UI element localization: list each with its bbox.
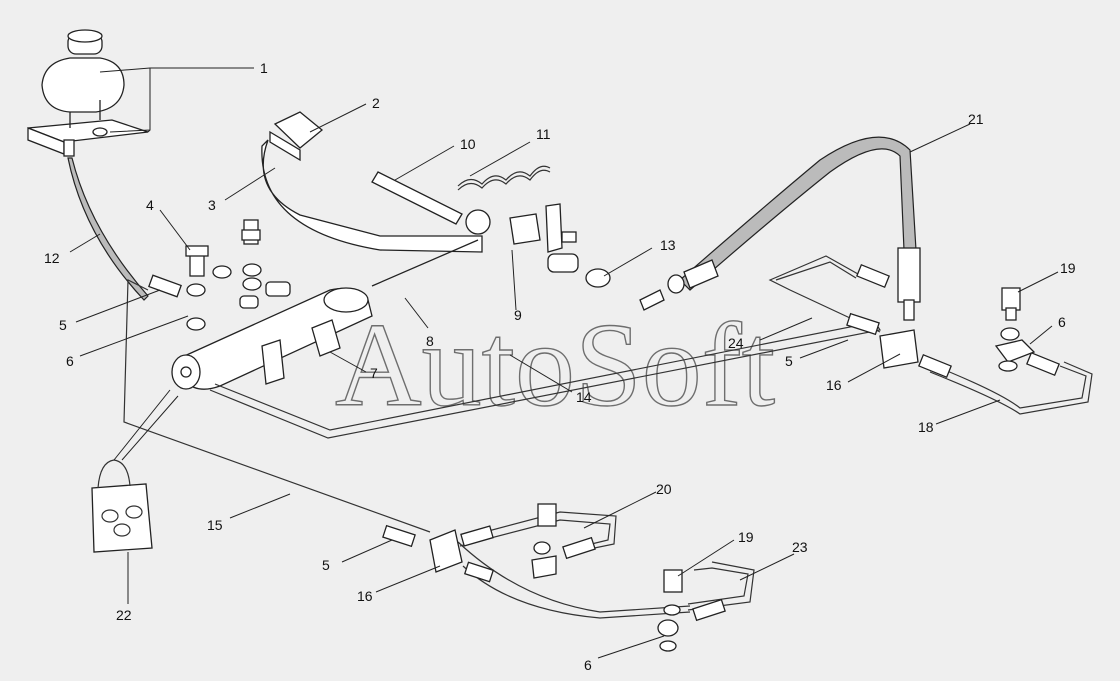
pipe-fittings: [148, 263, 1061, 622]
callout-18: 18: [918, 419, 934, 435]
banjo-bolt-front-1: [531, 503, 557, 579]
flexible-hose: [679, 136, 917, 291]
callout-6-right: 6: [1058, 314, 1066, 330]
callout-15: 15: [207, 517, 223, 533]
callout-13: 13: [660, 237, 676, 253]
leader-lines: [69, 67, 1059, 659]
callout-6-bottom: 6: [584, 657, 592, 673]
callout-22: 22: [116, 607, 132, 623]
callout-3: 3: [208, 197, 216, 213]
return-spring: [457, 165, 551, 191]
reservoir-hose: [67, 157, 149, 301]
pushrod: [371, 239, 479, 287]
callout-23: 23: [792, 539, 808, 555]
clevis-bracket: [509, 203, 611, 288]
callout-21: 21: [968, 111, 984, 127]
callout-8: 8: [426, 333, 434, 349]
callout-labels: 1 2 3 4 5 6 7 8 9 10 11 12 13 14 15 5 16…: [44, 60, 1076, 673]
pedal-assembly: [261, 111, 491, 253]
copper-washer: [667, 274, 685, 294]
callout-12: 12: [44, 250, 60, 266]
callout-2: 2: [372, 95, 380, 111]
callout-5-bottom: 5: [322, 557, 330, 573]
callout-5-left: 5: [59, 317, 67, 333]
callout-7: 7: [370, 365, 378, 381]
callout-19-right: 19: [1060, 260, 1076, 276]
hose-end-nipple: [903, 299, 915, 321]
callout-1: 1: [260, 60, 268, 76]
master-cylinder: [171, 281, 373, 390]
watermark: AutoSoft: [335, 298, 775, 431]
hose-end-fitting: [897, 247, 921, 303]
t-piece-front: [429, 529, 463, 573]
banjo-bolt-rear: [994, 287, 1036, 372]
hose-union: [683, 259, 719, 289]
callout-9: 9: [514, 307, 522, 323]
pipe-nut: [639, 289, 665, 311]
reservoir-assembly: [27, 29, 149, 157]
callout-14: 14: [576, 389, 592, 405]
banjo-bolt-front-2: [657, 569, 683, 652]
pedal-pin: [371, 171, 463, 225]
callout-16-right: 16: [826, 377, 842, 393]
banjo-bolts: [185, 219, 262, 331]
callout-20: 20: [656, 481, 672, 497]
brake-pipes: [123, 255, 1093, 619]
callout-5-right: 5: [785, 353, 793, 369]
callout-6-left: 6: [66, 353, 74, 369]
parts-bag: [91, 389, 179, 553]
callout-16-bottom: 16: [357, 588, 373, 604]
callout-10: 10: [460, 136, 476, 152]
t-piece-rear: [879, 329, 919, 369]
callout-4: 4: [146, 197, 154, 213]
callout-11: 11: [536, 126, 551, 142]
callout-24: 24: [728, 335, 744, 351]
callout-19-bottom: 19: [738, 529, 754, 545]
